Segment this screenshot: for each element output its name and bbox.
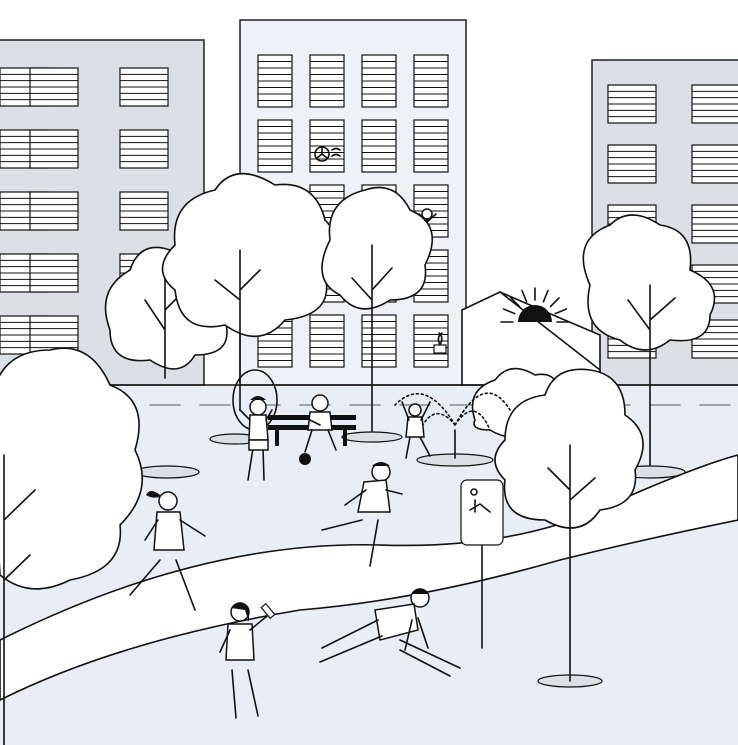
water-fountain: [394, 392, 511, 459]
fan-icon: [314, 146, 341, 162]
tree-back-center: [161, 172, 434, 443]
tree-front-right: [494, 368, 644, 682]
child-at-fountain: [401, 401, 431, 459]
person-doing-pushups: [319, 588, 461, 677]
plant-icon: [433, 332, 447, 354]
person-jump-rope: [232, 369, 278, 481]
person-drinking-water: [219, 602, 276, 719]
sunset-sun: [500, 287, 570, 323]
info-sign-board: [460, 479, 504, 649]
tree-front-left: [0, 347, 143, 745]
person-jogging-man: [321, 462, 403, 567]
person-sitting-with-ball: [299, 394, 337, 465]
person-jogging-woman: [129, 491, 206, 611]
